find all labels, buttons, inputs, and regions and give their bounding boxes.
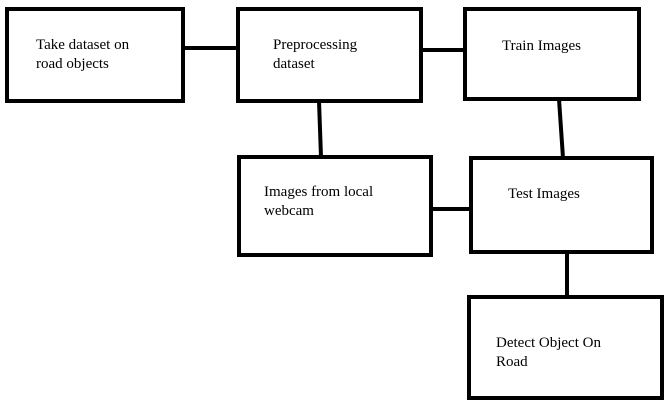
node-take-dataset-box — [5, 7, 185, 103]
node-train-images-label: Train Images — [502, 38, 582, 54]
connector-layer — [183, 46, 569, 297]
node-webcam-images-label: Images from local webcam — [264, 184, 374, 219]
node-detect-object-label: Detect Object On Road — [496, 335, 601, 370]
node-preprocessing-label: Preprocessing dataset — [273, 37, 358, 72]
connector-train-images-to-test-images — [557, 98, 565, 159]
box-layer — [5, 7, 664, 400]
node-preprocessing-box — [236, 7, 423, 103]
node-detect-object-box — [467, 295, 664, 400]
node-test-images-box — [469, 156, 654, 254]
node-webcam-images-box — [237, 155, 433, 257]
node-test-images-label: Test Images — [508, 186, 580, 202]
node-take-dataset-label: Take dataset on road objects — [36, 37, 130, 72]
connector-preprocessing-to-webcam-images — [317, 100, 323, 158]
node-train-images-box — [463, 7, 641, 101]
